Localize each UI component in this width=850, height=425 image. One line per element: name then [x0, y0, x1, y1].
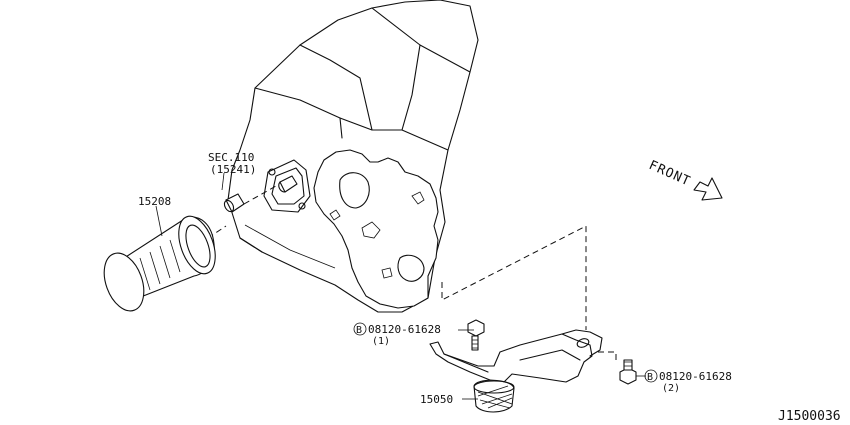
bolt-symbol-icon: B	[353, 322, 367, 336]
bolt-2-code: 08120-61628	[659, 370, 732, 383]
sec-ref-label: SEC.110	[208, 151, 254, 164]
bolt-2-quantity: (2)	[662, 383, 680, 394]
bolt-1-code: 08120-61628	[368, 323, 441, 336]
engine-block	[227, 0, 479, 313]
front-label: FRONT	[646, 158, 692, 190]
bolt-1-quantity: (1)	[372, 336, 390, 347]
bolt-symbol-icon: B	[644, 369, 658, 383]
bolt-2-alignment-line	[598, 351, 617, 362]
bolt-2	[619, 359, 637, 385]
front-arrow-icon	[693, 177, 723, 201]
oil-filter-part-number: 15208	[138, 195, 171, 208]
oil-filter-leader	[155, 205, 163, 237]
stud-alignment-line	[243, 185, 277, 205]
diagram-id: J1500036	[778, 409, 841, 424]
strainer-part-number: 15050	[420, 393, 453, 406]
oil-strainer	[429, 329, 603, 413]
sec-ref-leader	[221, 172, 225, 191]
bolt-1	[467, 319, 485, 351]
bolt-2-symbol: B	[647, 372, 653, 383]
sec-ref-part-label: (15241)	[210, 163, 256, 176]
oil-filter	[103, 215, 216, 312]
bolt-1-symbol: B	[356, 325, 362, 336]
strainer-alignment-line	[441, 225, 587, 330]
